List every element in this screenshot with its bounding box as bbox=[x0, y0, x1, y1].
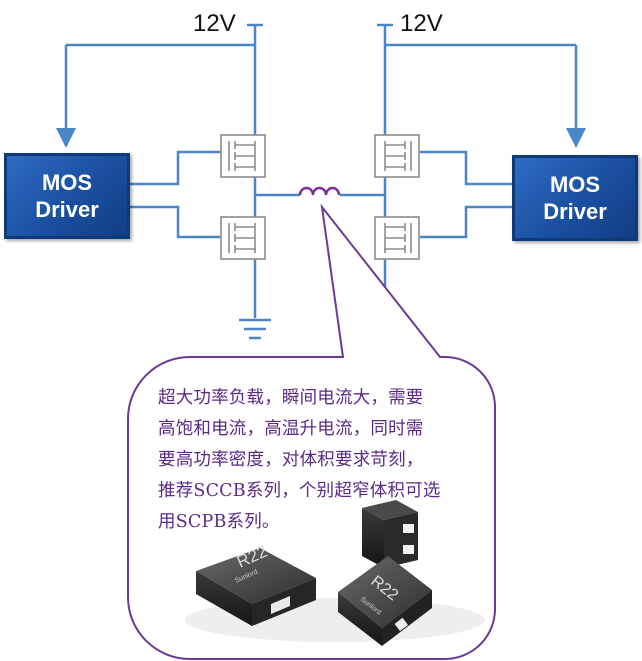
half-bridge-left bbox=[253, 176, 300, 318]
callout-line: 要高功率密度，对体积要求苛刻， bbox=[158, 450, 424, 470]
driver-left-line2: Driver bbox=[35, 197, 99, 222]
mosfet-high-left-icon bbox=[220, 134, 266, 178]
inductor-coil-icon bbox=[298, 186, 341, 196]
driver-right-line1: MOS bbox=[549, 172, 601, 197]
chip-right: R22 Sunlord bbox=[338, 556, 432, 646]
gate-wires-left bbox=[130, 150, 222, 239]
mosfet-high-right-icon bbox=[374, 134, 420, 178]
driver-right-line2: Driver bbox=[543, 199, 607, 224]
callout-line: 超大功率负载，瞬间电流大，需要 bbox=[158, 388, 424, 408]
chip-left: R22 Sunlord bbox=[196, 542, 316, 626]
supply-label-left: 12V bbox=[193, 10, 236, 37]
mos-driver-left: MOS Driver bbox=[4, 153, 130, 239]
inductor-product-image: R22 Sunlord R22 Sunlord bbox=[185, 500, 485, 646]
callout-line: 高饱和电流，高温升电流，同时需 bbox=[158, 419, 424, 439]
callout-line: 用SCPB系列。 bbox=[158, 512, 280, 532]
mos-driver-right: MOS Driver bbox=[512, 155, 638, 241]
driver-left-line1: MOS bbox=[41, 170, 93, 195]
mosfet-low-right-icon bbox=[374, 216, 420, 260]
ground-symbol-left bbox=[239, 318, 271, 340]
supply-rail-right bbox=[377, 23, 586, 148]
callout-line: 推荐SCCB系列，个别超窄体积可选 bbox=[158, 481, 441, 501]
supply-label-right: 12V bbox=[400, 10, 443, 37]
mosfet-low-left-icon bbox=[220, 216, 266, 260]
gate-wires-right bbox=[420, 150, 512, 239]
chip-back bbox=[362, 500, 418, 568]
callout-text: 超大功率负载，瞬间电流大，需要 高饱和电流，高温升电流，同时需 要高功率密度，对… bbox=[158, 383, 488, 538]
supply-rail-left bbox=[56, 23, 263, 148]
